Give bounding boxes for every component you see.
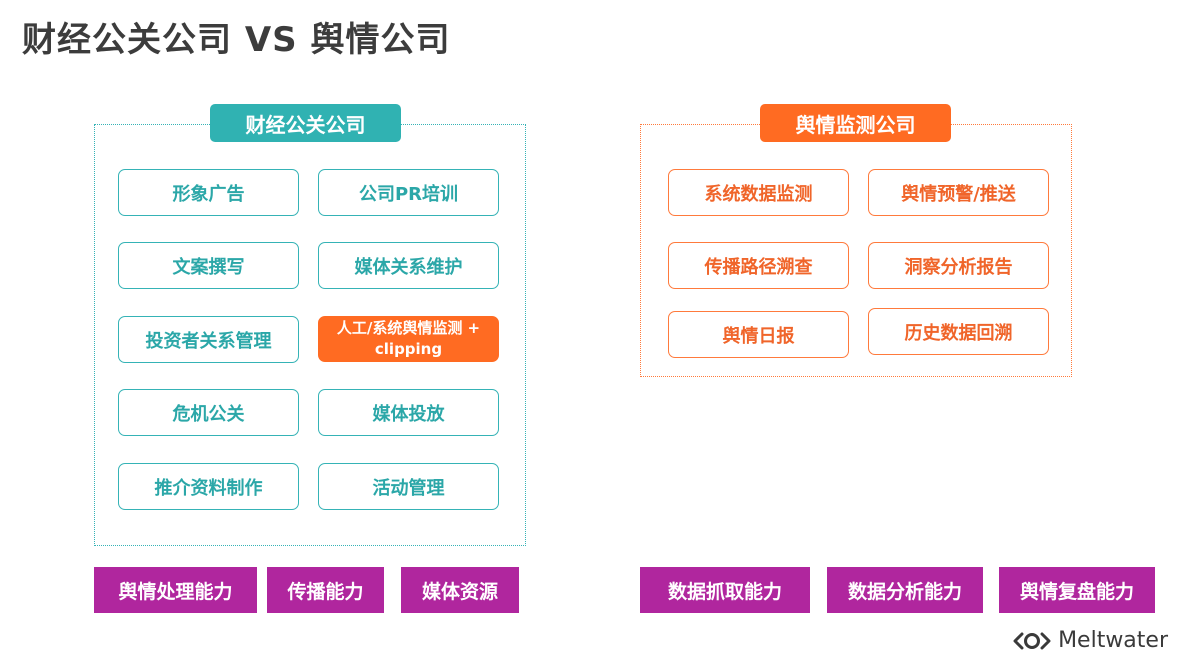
service-box: 舆情预警/推送 (868, 169, 1049, 216)
service-box: 媒体投放 (318, 389, 499, 436)
highlighted-service-box: 人工/系统舆情监测 + clipping (318, 316, 499, 362)
service-box: 投资者关系管理 (118, 316, 299, 363)
meltwater-logo: Meltwater (1012, 628, 1168, 653)
opinion-monitoring-tag: 舆情监测公司 (760, 104, 951, 142)
capability-badge: 媒体资源 (401, 567, 519, 613)
service-box: 历史数据回溯 (868, 308, 1049, 355)
meltwater-logo-icon (1012, 630, 1052, 652)
service-box: 媒体关系维护 (318, 242, 499, 289)
capability-badge: 数据抓取能力 (640, 567, 810, 613)
service-box: 活动管理 (318, 463, 499, 510)
service-box: 舆情日报 (668, 311, 849, 358)
capability-badge: 舆情复盘能力 (999, 567, 1155, 613)
service-box: 文案撰写 (118, 242, 299, 289)
capability-badge: 舆情处理能力 (94, 567, 257, 613)
service-box: 形象广告 (118, 169, 299, 216)
service-box: 系统数据监测 (668, 169, 849, 216)
service-box: 危机公关 (118, 389, 299, 436)
service-box: 传播路径溯查 (668, 242, 849, 289)
service-box: 洞察分析报告 (868, 242, 1049, 289)
capability-badge: 数据分析能力 (827, 567, 983, 613)
page-title: 财经公关公司 VS 舆情公司 (22, 20, 451, 60)
service-box: 公司PR培训 (318, 169, 499, 216)
financial-pr-tag: 财经公关公司 (210, 104, 401, 142)
brand-name: Meltwater (1058, 628, 1168, 653)
capability-badge: 传播能力 (267, 567, 384, 613)
service-box: 推介资料制作 (118, 463, 299, 510)
